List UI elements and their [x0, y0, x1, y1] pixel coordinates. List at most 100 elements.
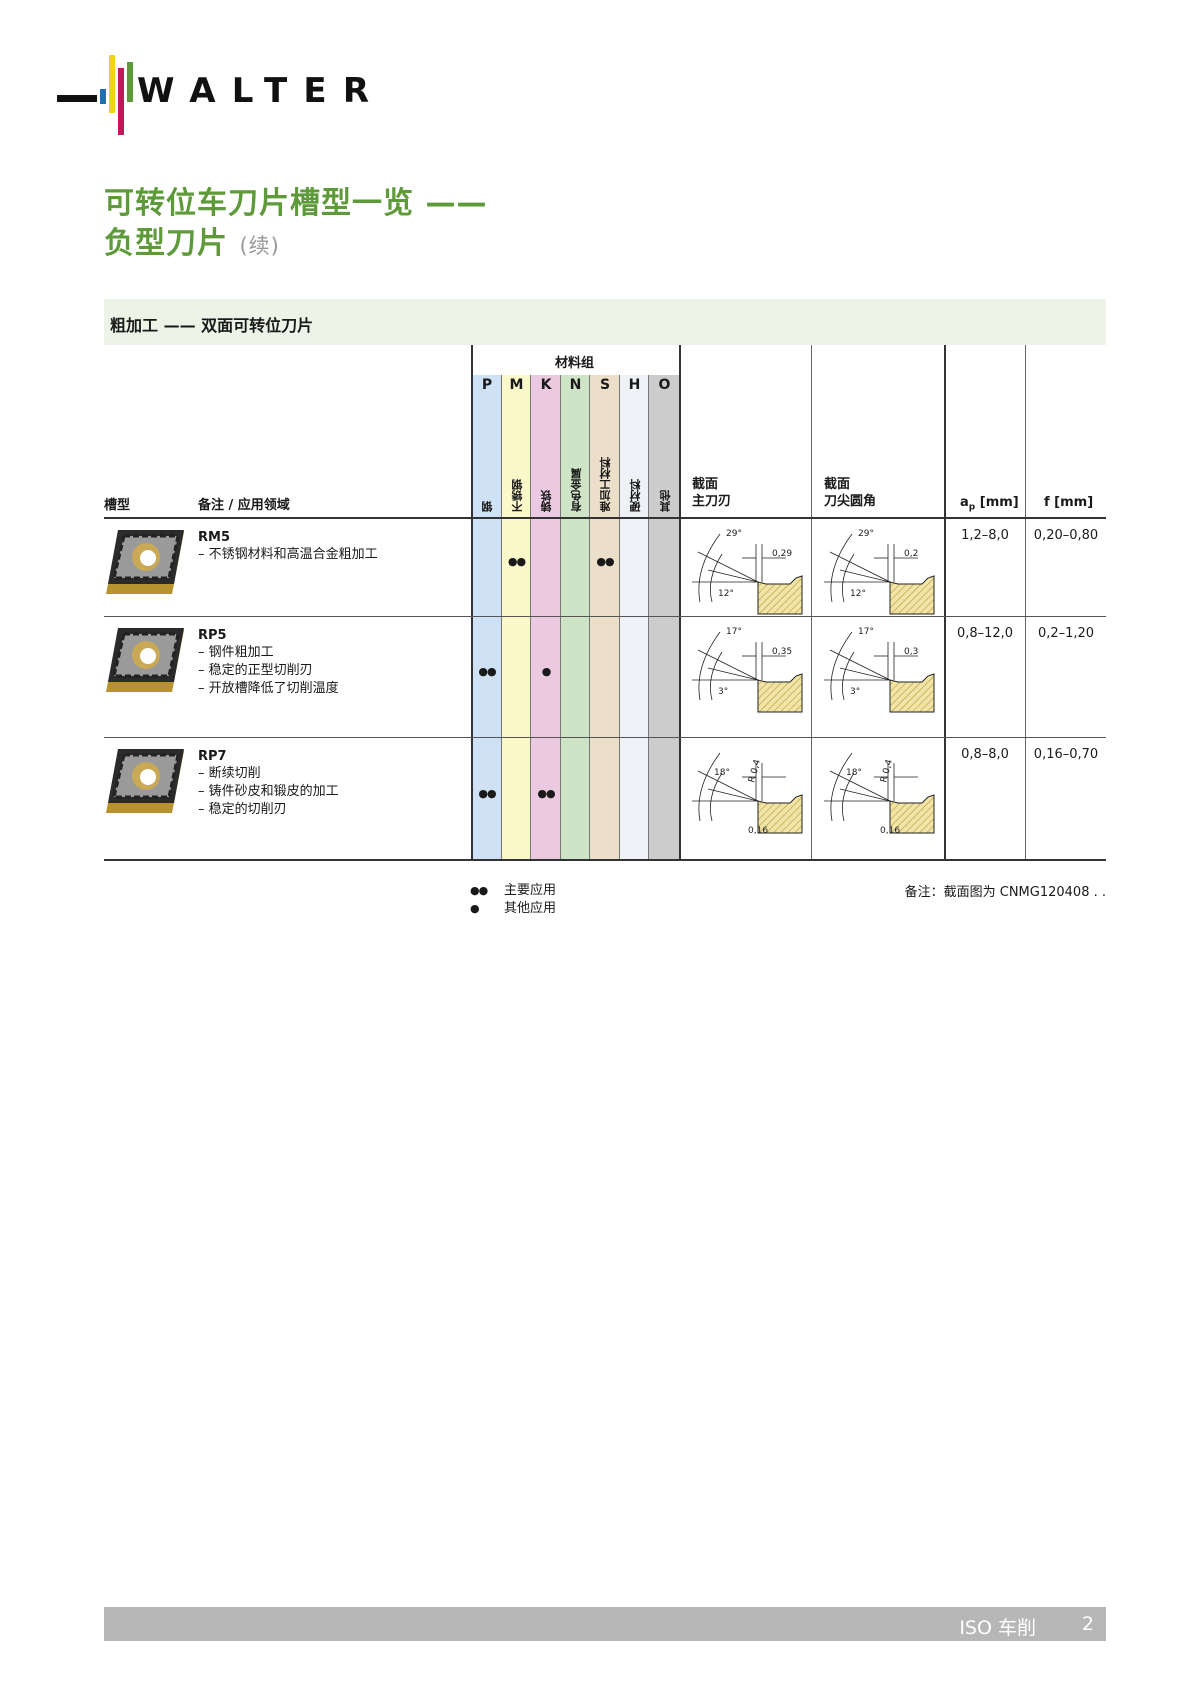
- section-main-line2: 主刀刃: [692, 494, 732, 509]
- section-main-header: 截面主刀刃: [692, 476, 731, 510]
- radius-label: R 0,4: [879, 758, 895, 783]
- cross-section-diagram: 18° R 0,4 0,16: [692, 752, 803, 836]
- cross-section-diagram: 29° 12° 0,2: [824, 529, 935, 615]
- section-corner-line1: 截面: [824, 477, 851, 492]
- angle-label: 12°: [718, 589, 734, 599]
- table-bottom-rule: [104, 859, 1106, 861]
- legend-secondary-label: 其他应用: [504, 901, 557, 916]
- f-value: 0,20–0,80: [1033, 528, 1099, 543]
- ap-value: 0,8–8,0: [961, 747, 1009, 762]
- divider: [471, 345, 473, 860]
- walter-logo: WALTER: [57, 55, 371, 135]
- section-corner-header: 截面刀尖圆角: [824, 476, 876, 510]
- material-name: 其他: [658, 490, 672, 512]
- section-remark: 备注：截面图为 CNMG120408 . .: [904, 885, 1106, 900]
- application-note: – 钢件粗加工: [198, 645, 274, 660]
- ap-value: 0,8–12,0: [956, 626, 1014, 641]
- row-divider: [104, 737, 1106, 738]
- angle-label: 18°: [714, 768, 730, 778]
- material-letter: H: [628, 377, 641, 393]
- cross-section-diagram: 18° R 0,4 0,16: [824, 752, 935, 836]
- divider: [811, 345, 812, 860]
- application-note: – 稳定的切削刃: [198, 802, 287, 817]
- page-title-line1: 可转位车刀片槽型一览 ——: [104, 186, 488, 221]
- material-letter: N: [569, 377, 582, 393]
- material-group-header: 材料组: [555, 356, 595, 371]
- application-note: – 不锈钢材料和高温合金粗加工: [198, 547, 378, 562]
- section-title: 粗加工 —— 双面可转位刀片: [110, 316, 314, 335]
- width-label: 0,16: [880, 826, 900, 836]
- page-title-line2-text: 负型刀片: [104, 226, 228, 261]
- section-corner-line2: 刀尖圆角: [824, 494, 877, 509]
- application-notes: – 钢件粗加工 – 稳定的正型切削刃 – 开放槽降低了切削温度: [198, 644, 339, 698]
- angle-label: 18°: [846, 768, 862, 778]
- ap-unit: [mm]: [975, 495, 1019, 510]
- section-main-line1: 截面: [692, 477, 719, 492]
- material-letter: M: [509, 377, 524, 393]
- ap-symbol: a: [960, 495, 969, 510]
- material-column-n: [561, 375, 590, 860]
- material-column-h: [620, 375, 649, 860]
- angle-label: 3°: [850, 687, 860, 697]
- width-label: 0,35: [772, 647, 792, 657]
- insert-image: [106, 530, 184, 594]
- material-name: 有色金属: [569, 468, 583, 512]
- legend-primary: ●●主要应用: [470, 882, 556, 900]
- legend-primary-label: 主要应用: [504, 883, 557, 898]
- usage-marker-k: ●: [541, 664, 552, 678]
- width-label: 0,16: [748, 826, 768, 836]
- material-letter: P: [481, 377, 493, 393]
- geometry-header: 槽型: [104, 498, 131, 513]
- svg-text:WALTER: WALTER: [137, 71, 371, 111]
- angle-label: 17°: [726, 627, 742, 637]
- ap-subscript: p: [968, 502, 976, 513]
- table-row: RP7 – 断续切削– 铸件砂皮和锻皮的加工– 稳定的切削刃: [104, 737, 679, 860]
- material-column-s: [590, 375, 620, 860]
- cross-section-diagram: 29° 12° 0,29: [692, 529, 803, 615]
- material-letter: O: [658, 377, 671, 393]
- usage-marker-s: ●●: [596, 555, 614, 568]
- legend: ●●主要应用 ● 其他应用: [470, 882, 556, 918]
- application-notes: – 断续切削– 铸件砂皮和锻皮的加工– 稳定的切削刃: [198, 765, 339, 819]
- single-dot-icon: ●: [470, 902, 480, 915]
- material-name: 难加工材料: [599, 457, 612, 512]
- angle-label: 29°: [726, 529, 742, 539]
- application-note: – 铸件砂皮和锻皮的加工: [198, 784, 339, 799]
- material-name: 不锈钢: [510, 479, 524, 512]
- geometry-code: RP7: [198, 749, 227, 764]
- usage-marker-p: ●●: [478, 664, 496, 678]
- cross-section-diagram: 17° 3° 0,35: [692, 627, 803, 713]
- material-letter: S: [599, 377, 611, 393]
- application-note: – 稳定的正型切削刃: [198, 663, 313, 678]
- material-column-p: [472, 375, 502, 860]
- geometry-code: RP5: [198, 628, 227, 643]
- legend-secondary: ● 其他应用: [470, 900, 556, 918]
- material-column-k: [531, 375, 561, 860]
- remarks-header: 备注 / 应用领域: [198, 498, 290, 513]
- geometry-code: RM5: [198, 530, 230, 545]
- usage-marker-p: ●●: [478, 786, 496, 800]
- angle-label: 12°: [850, 589, 866, 599]
- table-row: RP5 – 钢件粗加工 – 稳定的正型切削刃 – 开放槽降低了切削温度: [104, 616, 679, 737]
- section-header: 粗加工 —— 双面可转位刀片: [104, 299, 1106, 345]
- footer-section: ISO 车削: [959, 1617, 1036, 1639]
- angle-label: 29°: [858, 529, 874, 539]
- insert-image: [106, 749, 184, 813]
- divider: [944, 345, 946, 860]
- insert-image: [106, 628, 184, 692]
- f-value: 0,16–0,70: [1033, 747, 1099, 762]
- ap-header: ap [mm]: [960, 495, 1019, 513]
- angle-label: 3°: [718, 687, 728, 697]
- ap-value: 1,2–8,0: [961, 528, 1009, 543]
- material-letter: K: [540, 377, 552, 393]
- table-row: RM5 – 不锈钢材料和高温合金粗加工: [104, 518, 679, 616]
- width-label: 0,2: [904, 549, 918, 559]
- application-note: – 开放槽降低了切削温度: [198, 681, 339, 696]
- material-name: 钢: [481, 501, 494, 512]
- f-header: f [mm]: [1044, 495, 1094, 510]
- usage-marker-m: ●●: [507, 555, 526, 568]
- page-title-line2: 负型刀片 (续): [104, 218, 280, 262]
- angle-label: 17°: [858, 627, 874, 637]
- continued-label: (续): [239, 234, 280, 258]
- radius-label: R 0,4: [747, 758, 763, 783]
